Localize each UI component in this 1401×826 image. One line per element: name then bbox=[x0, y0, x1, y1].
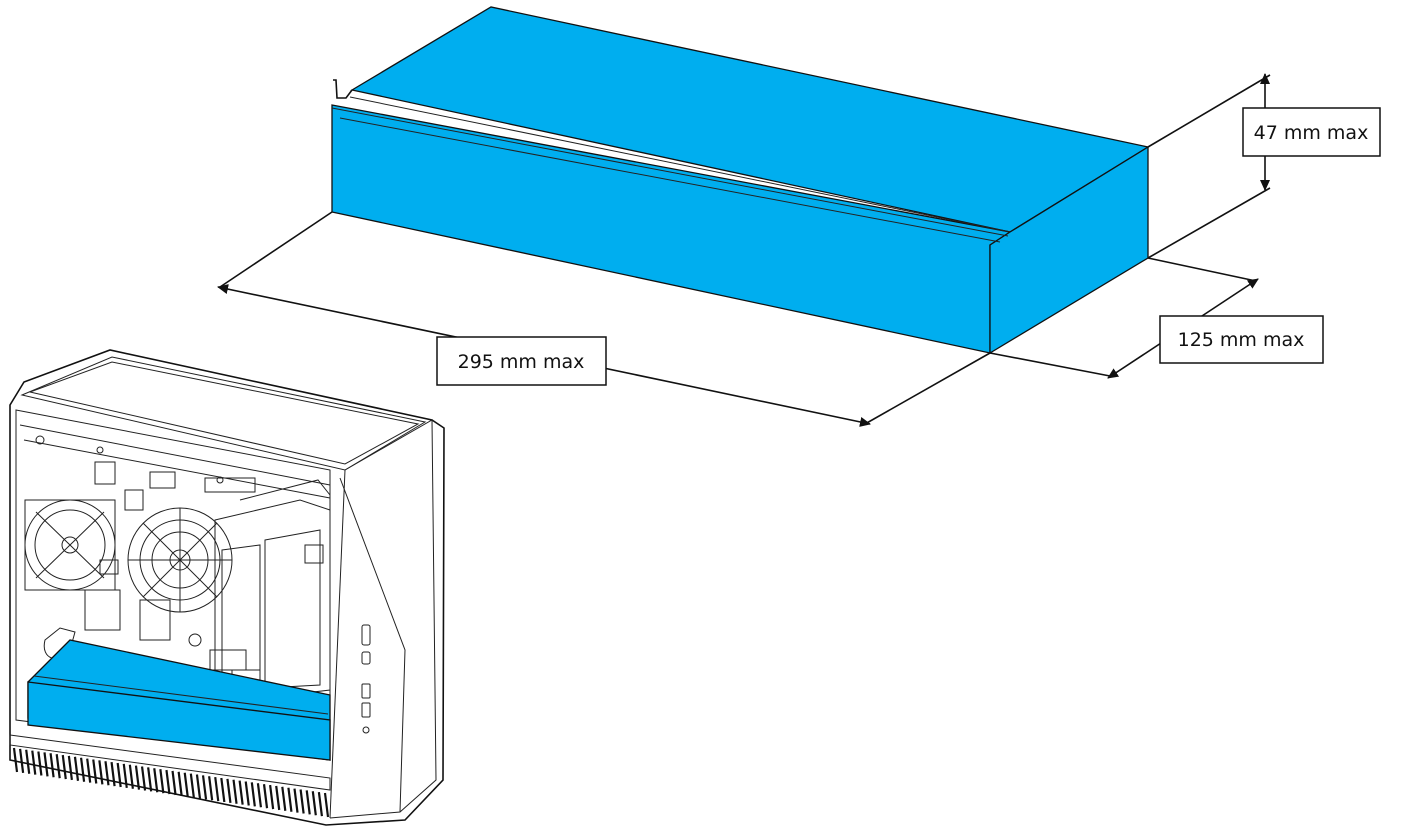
vent-grille bbox=[12, 747, 330, 818]
height-label-group: 47 mm max bbox=[1242, 107, 1381, 157]
psu-side-face bbox=[989, 145, 1149, 355]
case-shell bbox=[9, 349, 445, 826]
cpu-cooler-icon bbox=[127, 507, 233, 613]
psu-in-case-front bbox=[27, 681, 331, 761]
length-label-group: 295 mm max bbox=[436, 336, 607, 386]
width-label: 125 mm max bbox=[1178, 329, 1305, 351]
case-illustration bbox=[9, 349, 445, 826]
extension-lines bbox=[219, 74, 1271, 425]
fan-icon bbox=[24, 499, 116, 591]
width-label-group: 125 mm max bbox=[1159, 315, 1324, 364]
height-label: 47 mm max bbox=[1254, 122, 1369, 144]
psu-block bbox=[331, 6, 1150, 355]
length-label: 295 mm max bbox=[458, 351, 585, 373]
